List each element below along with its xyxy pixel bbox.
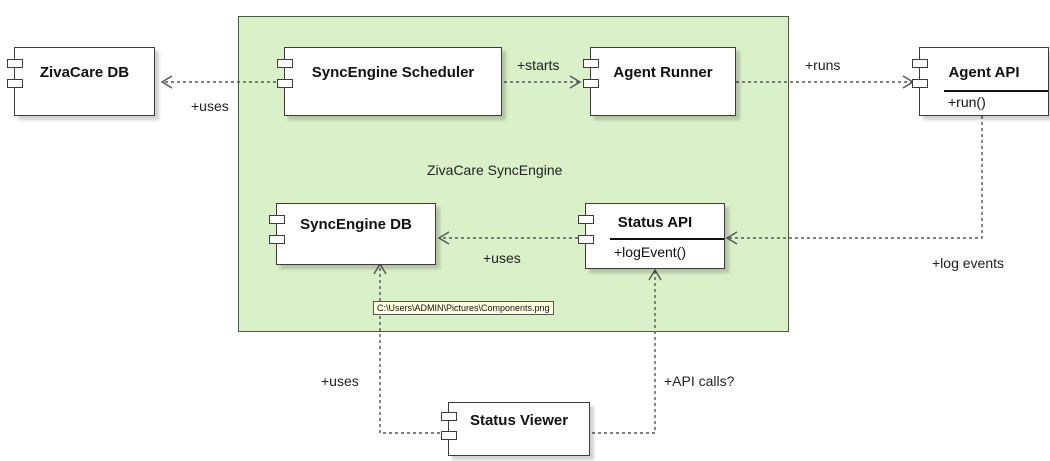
- component-port-icon: [277, 59, 293, 68]
- label-starts: +starts: [517, 57, 560, 73]
- arrowhead-status-api-up: [648, 268, 662, 281]
- component-port-icon: [277, 79, 293, 88]
- component-port-icon: [578, 235, 594, 244]
- component-zivacare-db[interactable]: ZivaCare DB: [7, 47, 155, 116]
- component-port-icon: [583, 79, 599, 88]
- component-name: Agent API: [948, 64, 1020, 81]
- edge-uses-viewer: [379, 264, 440, 434]
- edge-api-calls: [592, 270, 656, 434]
- component-syncengine-db[interactable]: SyncEngine DB: [269, 203, 436, 265]
- label-uses-syncengine: +uses: [483, 250, 521, 266]
- component-status-api[interactable]: Status API +logEvent(): [578, 203, 725, 269]
- interface-divider: [610, 238, 724, 240]
- component-port-icon: [912, 79, 928, 88]
- arrowhead-zivacare: [160, 75, 173, 89]
- component-port-icon: [7, 59, 23, 68]
- label-runs: +runs: [805, 57, 841, 73]
- component-name: SyncEngine Scheduler: [311, 64, 475, 81]
- component-port-icon: [441, 412, 457, 421]
- component-agent-runner[interactable]: Agent Runner: [583, 47, 736, 116]
- label-uses-viewer: +uses: [321, 373, 359, 389]
- interface-divider: [944, 90, 1048, 92]
- component-name: Status API: [617, 214, 693, 231]
- component-port-icon: [441, 431, 457, 440]
- component-port-icon: [7, 79, 23, 88]
- component-port-icon: [269, 215, 285, 224]
- component-port-icon: [583, 59, 599, 68]
- component-name: SyncEngine DB: [300, 216, 412, 233]
- label-uses-zivacare: +uses: [191, 98, 229, 114]
- arrowhead-agent-runner: [569, 75, 582, 89]
- container-label: ZivaCare SyncEngine: [427, 162, 563, 178]
- component-port-icon: [269, 235, 285, 244]
- component-name: Agent Runner: [613, 64, 713, 81]
- component-status-viewer[interactable]: Status Viewer: [441, 402, 590, 456]
- operation-run: +run(): [948, 94, 986, 110]
- component-port-icon: [578, 215, 594, 224]
- edge-log-events: [727, 116, 983, 239]
- file-path-tooltip: C:\Users\ADMIN\Pictures\Components.png: [373, 301, 554, 315]
- operation-log-event: +logEvent(): [614, 244, 686, 260]
- component-name: ZivaCare DB: [39, 64, 130, 81]
- component-name: Status Viewer: [469, 412, 569, 429]
- label-log-events: +log events: [932, 255, 1004, 271]
- component-port-icon: [912, 59, 928, 68]
- label-api-calls: +API calls?: [664, 373, 735, 389]
- component-syncengine-scheduler[interactable]: SyncEngine Scheduler: [277, 47, 502, 116]
- arrowhead-status-api: [725, 231, 738, 245]
- component-agent-api[interactable]: Agent API +run(): [912, 47, 1049, 116]
- arrowhead-syncengine-db: [437, 231, 450, 245]
